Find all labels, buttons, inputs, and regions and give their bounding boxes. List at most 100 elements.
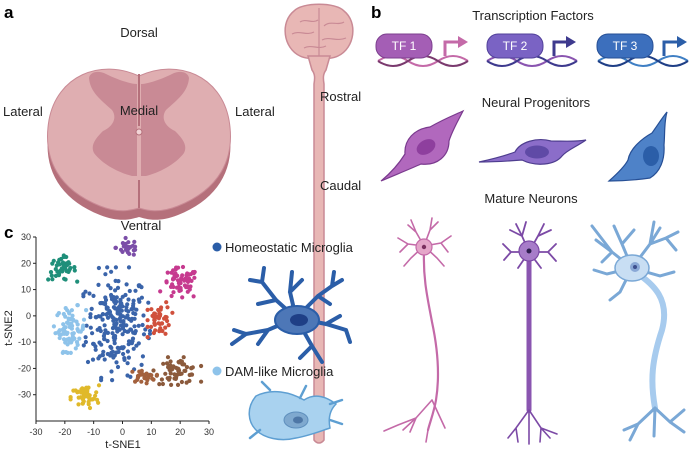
scatter-point (56, 273, 62, 278)
scatter-point (152, 321, 157, 326)
scatter-point (171, 290, 176, 295)
x-tick-label: 10 (146, 427, 156, 437)
scatter-point (178, 371, 183, 376)
scatter-point (132, 324, 137, 329)
scatter-point (76, 402, 81, 407)
panel-a-letter: a (4, 3, 14, 22)
tf3-label: TF 3 (613, 39, 638, 53)
scatter-point (113, 265, 118, 270)
scatter-point (112, 341, 117, 346)
scatter-point (127, 316, 132, 322)
scatter-point (186, 276, 192, 281)
scatter-point (73, 346, 78, 351)
scatter-point (165, 270, 170, 275)
grey-matter-right (141, 71, 189, 176)
scatter-point (180, 362, 185, 367)
homeostatic-microglia-icon (230, 266, 352, 364)
scatter-point (126, 297, 131, 302)
x-tick-label: 20 (175, 427, 185, 437)
scatter-point (88, 312, 93, 317)
scatter-point (126, 342, 131, 347)
scatter-point (113, 336, 118, 341)
scatter-point (90, 357, 96, 362)
scatter-point (105, 338, 110, 344)
scatter-point (69, 321, 74, 326)
scatter-point (124, 282, 129, 287)
label-caudal: Caudal (320, 178, 361, 193)
progenitor-cell-3 (607, 111, 668, 182)
scatter-point (84, 308, 89, 313)
scatter-point (102, 302, 108, 307)
scatter-point (77, 336, 82, 341)
scatter-point (106, 283, 111, 288)
progenitors-title: Neural Progenitors (482, 95, 591, 110)
scatter-point (70, 313, 75, 318)
tf3-box (596, 33, 654, 59)
grey-matter-left (89, 71, 137, 176)
tf2-label: TF 2 (503, 39, 528, 53)
scatter-point (117, 316, 122, 321)
scatter-point (67, 311, 72, 316)
scatter-point (116, 326, 121, 331)
scatter-point (66, 316, 71, 321)
scatter-point (118, 299, 123, 304)
scatter-point (76, 395, 81, 400)
scatter-point (134, 307, 139, 312)
scatter-point (113, 288, 118, 293)
scatter-point (112, 299, 117, 304)
scatter-point (114, 360, 119, 365)
scatter-point (61, 322, 66, 327)
scatter-point (63, 266, 68, 271)
scatter-point (93, 393, 98, 398)
x-tick-label: 30 (204, 427, 214, 437)
scatter-point (140, 322, 145, 328)
scatter-point (161, 361, 166, 366)
scatter-point (131, 346, 136, 351)
scatter-point (49, 273, 54, 278)
y-tick-label: -30 (18, 390, 31, 400)
scatter-point (129, 341, 134, 346)
scatter-point (117, 304, 122, 310)
scatter-point (110, 349, 115, 354)
scatter-point (81, 292, 86, 297)
scatter-point (100, 317, 105, 322)
central-canal (135, 128, 143, 136)
scatter-point (141, 313, 146, 318)
scatter-point (160, 381, 165, 387)
scatter-point (179, 379, 184, 385)
scatter-point (96, 265, 101, 271)
scatter-point (199, 379, 204, 384)
scatter-point (103, 272, 108, 277)
scatter-point (125, 246, 130, 251)
scatter-point (165, 318, 170, 324)
scatter-point (139, 362, 144, 367)
label-dorsal: Dorsal (120, 25, 158, 40)
promoter-arrow-icon (552, 40, 568, 56)
scatter-point (93, 347, 98, 352)
scatter-point (102, 323, 107, 328)
mature-neuron-3 (590, 220, 686, 442)
scatter-point (101, 333, 106, 339)
scatter-point (164, 300, 169, 305)
scatter-point (110, 331, 115, 336)
scatter-point (109, 345, 114, 350)
scatter-point (75, 322, 80, 327)
scatter-point (124, 308, 129, 313)
scatter-point (139, 368, 144, 373)
scatter-point (130, 336, 136, 341)
label-rostral: Rostral (320, 89, 361, 104)
scatter-point (174, 265, 179, 270)
scatter-point (147, 328, 153, 333)
scatter-point (165, 305, 170, 310)
scatter-point (184, 380, 189, 385)
scatter-point (68, 265, 73, 271)
scatter-point (72, 268, 77, 273)
scatter-point (67, 339, 72, 344)
scatter-point (145, 318, 150, 323)
scatter-point (185, 289, 190, 294)
scatter-point (97, 354, 102, 359)
scatter-point (168, 363, 173, 368)
scatter-point (134, 343, 139, 348)
tf1-group: TF 1 (375, 33, 469, 67)
